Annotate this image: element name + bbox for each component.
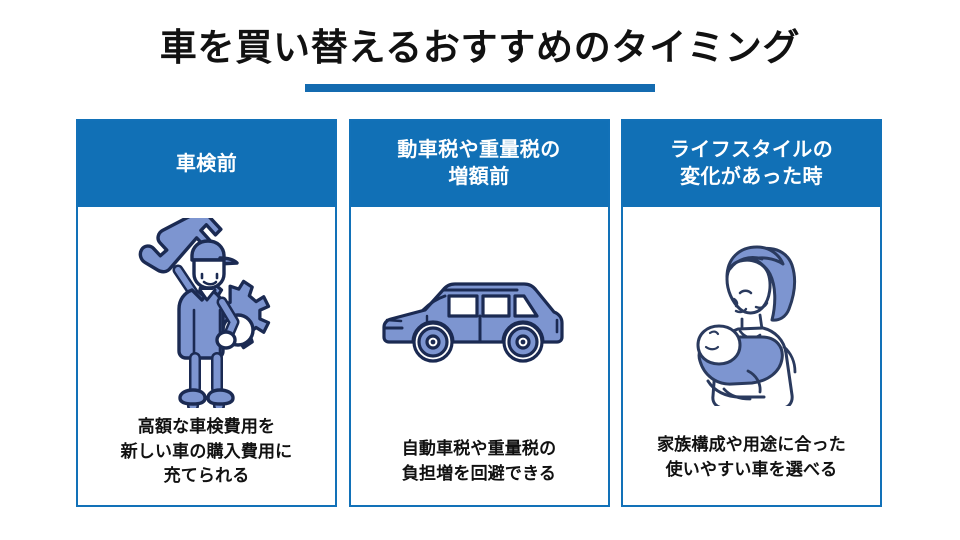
card-body-lifestyle: 家族構成や用途に合った 使いやすい車を選べる [623, 207, 880, 505]
card-header-shaken: 車検前 [78, 121, 335, 207]
card-header-tax: 動車税や重量税の 増額前 [350, 121, 608, 207]
timing-card-shaken[interactable]: 車検前 [76, 119, 337, 507]
card-caption-label: 自動車税や重量税の 負担増を回避できる [401, 439, 557, 483]
card-illustration-shaken [78, 213, 335, 413]
card-body-shaken: 高額な車検費用を 新しい車の購入費用に 充てられる [78, 207, 335, 505]
timing-cards-row: 車検前 [76, 119, 882, 507]
title-underline-bar [305, 83, 655, 92]
card-header-label: 動車税や重量税の 増額前 [397, 139, 561, 188]
card-caption-label: 家族構成や用途に合った 使いやすい車を選べる [657, 435, 846, 479]
card-caption-shaken: 高額な車検費用を 新しい車の購入費用に 充てられる [78, 413, 335, 505]
page-title: 車を買い替えるおすすめのタイミング [159, 27, 801, 68]
card-body-tax: 自動車税や重量税の 負担増を回避できる [351, 207, 608, 505]
card-illustration-tax [351, 225, 608, 415]
title-block: 車を買い替えるおすすめのタイミング [0, 26, 960, 92]
mother-holding-baby-icon [696, 245, 797, 406]
card-illustration-lifestyle [623, 215, 880, 411]
card-header-label: ライフスタイルの 変化があった時 [669, 139, 834, 188]
mechanic-with-wrench-and-gear-icon [138, 218, 270, 408]
card-caption-lifestyle: 家族構成や用途に合った 使いやすい車を選べる [623, 411, 880, 505]
card-caption-label: 高額な車検費用を 新しい車の購入費用に 充てられる [120, 417, 293, 486]
timing-card-tax[interactable]: 動車税や重量税の 増額前 [348, 119, 610, 507]
card-caption-tax: 自動車税や重量税の 負担増を回避できる [351, 415, 608, 505]
timing-card-lifestyle[interactable]: ライフスタイルの 変化があった時 [621, 119, 882, 507]
car-side-view-icon [382, 282, 564, 363]
card-header-label: 車検前 [175, 152, 238, 175]
card-header-lifestyle: ライフスタイルの 変化があった時 [623, 121, 880, 207]
